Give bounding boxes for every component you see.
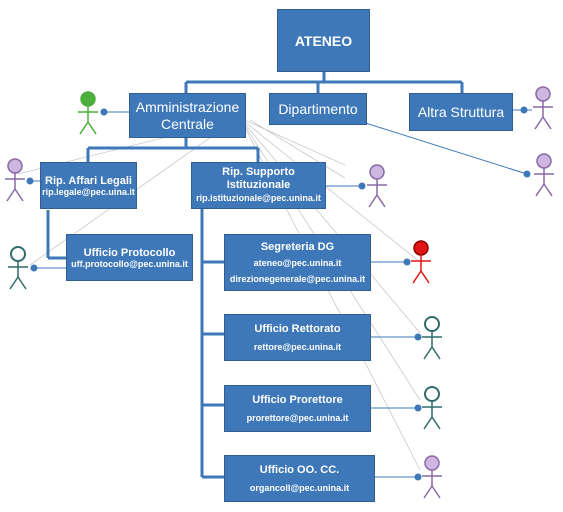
ufficio-rettorato-box[interactable]: Ufficio Rettorato rettore@pec.unina.it [224,314,371,361]
actor-icon-green [78,91,98,135]
actor-icon-purple-dipartimento [534,153,554,197]
ateneo-title: ATENEO [294,32,353,49]
ufficio-prorettore-email: prorettore@pec.unina.it [246,412,349,423]
actor-icon-purple-oo-cc [422,455,442,499]
ufficio-rettorato-email: rettore@pec.unina.it [253,341,342,352]
ufficio-prorettore-box[interactable]: Ufficio Prorettore prorettore@pec.unina.… [224,385,371,432]
segreteria-dg-email-2: direzionegenerale@pec.unina.it [229,273,366,284]
rip-affari-legali-title: Rip. Affari Legali [45,174,132,187]
ufficio-oo-cc-box[interactable]: Ufficio OO. CC. organcoll@pec.unina.it [224,455,375,502]
ufficio-prorettore-title: Ufficio Prorettore [252,393,343,406]
actor-icon-purple-legali [5,158,25,202]
actor-icon-teal-rettorato [422,316,442,360]
ufficio-protocollo-email: uff.protocollo@pec.unina.it [71,258,188,269]
segreteria-dg-email: ateneo@pec.unina.it [253,257,342,268]
actor-icon-purple-supporto [367,164,387,208]
amministrazione-title-line2: Centrale [161,115,214,132]
dipartimento-title: Dipartimento [278,101,358,117]
actor-links [26,106,532,481]
dipartimento-box[interactable]: Dipartimento [269,93,367,125]
ufficio-rettorato-title: Ufficio Rettorato [254,322,341,335]
ufficio-oo-cc-email: organcoll@pec.unina.it [249,482,350,493]
amministrazione-title: Amministrazione [135,98,240,115]
rip-supporto-istituzionale-box[interactable]: Rip. Supporto Istituzionale rip.istituzi… [191,162,326,209]
ufficio-protocollo-box[interactable]: Ufficio Protocollo uff.protocollo@pec.un… [66,234,193,281]
actor-icon-red-segreteria [411,240,431,284]
segreteria-dg-box[interactable]: Segreteria DG ateneo@pec.unina.it direzi… [224,234,371,291]
amministrazione-centrale-box[interactable]: Amministrazione Centrale [129,93,246,138]
ufficio-protocollo-title: Ufficio Protocollo [83,246,176,259]
rip-supporto-email: rip.istituzionale@pec.unina.it [196,193,321,203]
altra-struttura-title: Altra Struttura [417,104,505,120]
rip-affari-legali-email: rip.legale@pec.uina.it [42,186,135,197]
rip-supporto-title-line2: Istituzionale [226,179,291,191]
actor-icon-purple-altra [533,86,553,130]
rip-affari-legali-box[interactable]: Rip. Affari Legali rip.legale@pec.uina.i… [40,162,137,209]
altra-struttura-box[interactable]: Altra Struttura [409,93,513,131]
tree-connectors [46,72,464,479]
actor-icon-teal-protocollo [8,246,28,290]
segreteria-dg-title: Segreteria DG [260,240,335,253]
ufficio-oo-cc-title: Ufficio OO. CC. [259,463,340,476]
rip-supporto-title: Rip. Supporto [222,166,295,178]
ateneo-box[interactable]: ATENEO [277,9,370,72]
actor-icon-teal-prorettore [422,386,442,430]
